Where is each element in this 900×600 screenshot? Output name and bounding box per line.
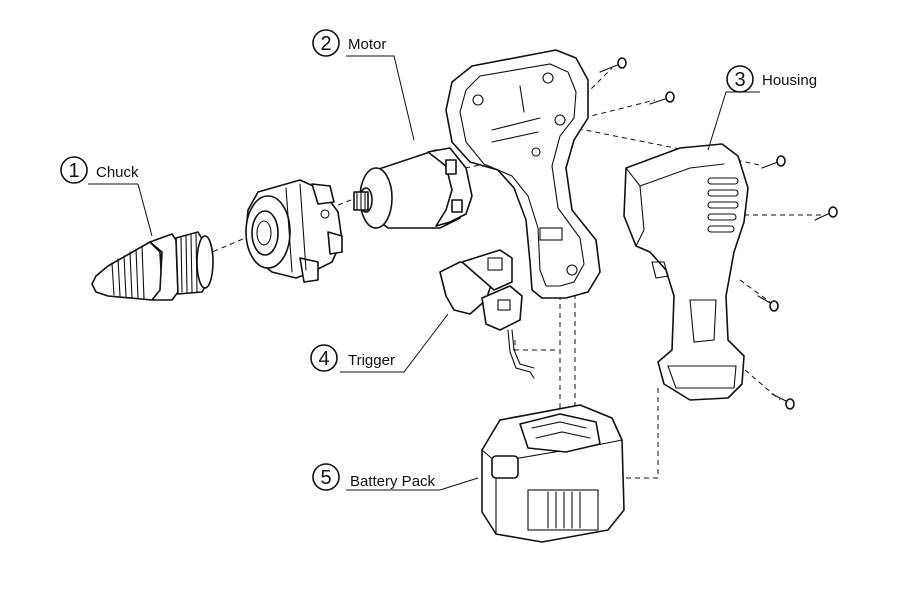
trigger-part (439, 249, 535, 379)
gearbox-part (245, 179, 343, 283)
callout-number: 5 (320, 467, 331, 489)
callout-label: Battery Pack (350, 473, 436, 490)
housing-part (623, 143, 749, 401)
callout-number: 2 (320, 33, 331, 55)
callout-number: 3 (734, 69, 745, 91)
screw-icon (771, 393, 795, 410)
callout-3: 3 Housing (707, 65, 817, 151)
callout-2: 2 Motor (312, 29, 415, 141)
callout-1: 1 Chuck (60, 156, 153, 237)
callout-number: 4 (318, 348, 329, 370)
screw-icon (649, 91, 675, 105)
screw-icon (757, 295, 779, 312)
chuck-knurl (111, 233, 198, 300)
motor-part (353, 147, 473, 229)
battery-pack-part (481, 404, 625, 543)
callout-number: 1 (68, 160, 79, 182)
callout-label: Trigger (348, 352, 395, 369)
handle-shell-part (445, 49, 601, 299)
callout-5: 5 Battery Pack (312, 463, 479, 491)
housing-vents (707, 177, 739, 233)
chuck-part (91, 231, 214, 301)
screw-icon (761, 155, 786, 169)
screw-icon (814, 206, 838, 221)
callout-label: Motor (348, 36, 386, 53)
callout-label: Housing (762, 72, 817, 89)
screw-icon (599, 57, 627, 73)
callout-4: 4 Trigger (310, 313, 449, 373)
callout-label: Chuck (96, 164, 139, 181)
screws (599, 57, 838, 410)
motor-pinion (353, 191, 369, 211)
